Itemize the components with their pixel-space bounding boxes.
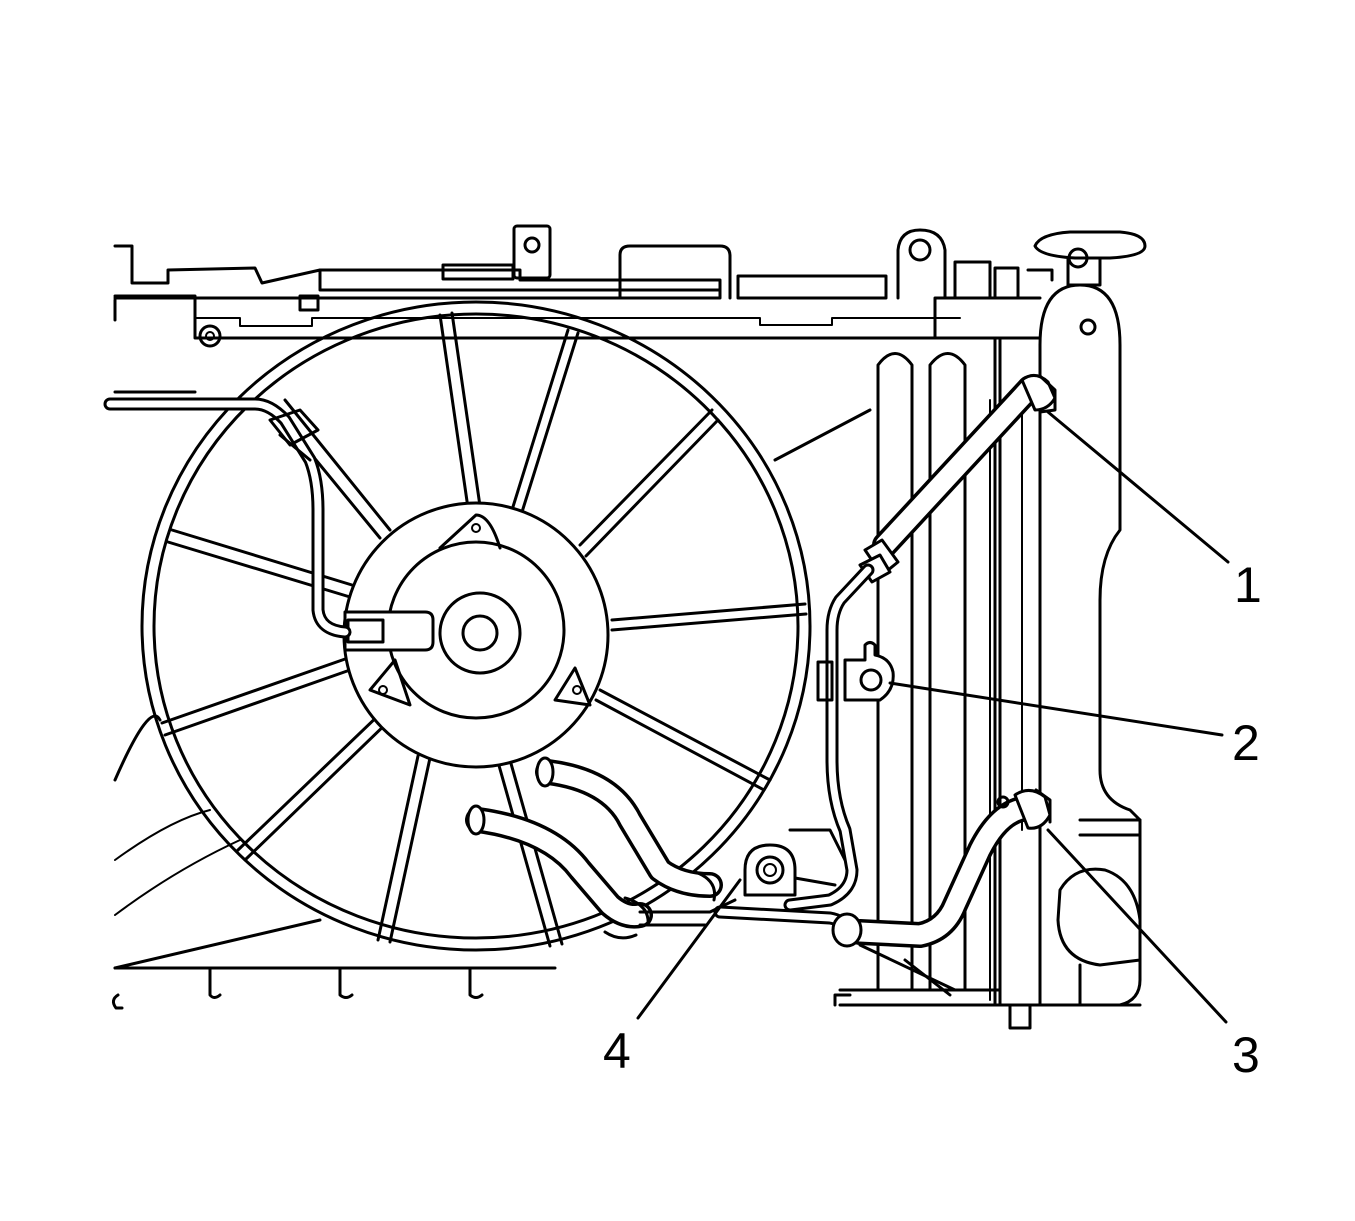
lower-hoses [465,756,737,940]
callout-1: 1 [1234,557,1262,613]
leader-line-3 [1046,828,1228,1024]
callout-3: 3 [1232,1027,1260,1083]
fan-motor [342,501,610,769]
fan-assembly [140,300,812,952]
bracket-2 [816,641,895,702]
fan-wiring [103,397,352,639]
leader-line-4 [636,878,742,1020]
leader-line-1 [1046,410,1230,564]
callout-labels: 1 2 3 4 [603,557,1262,1083]
cooler-lines [713,374,1057,997]
callout-leaders [636,410,1230,1024]
callout-2: 2 [1232,715,1260,771]
upper-support-frame [113,224,1042,394]
bracket-4 [743,843,837,897]
radiator-tank [998,230,1147,1030]
leader-line-2 [888,681,1224,737]
radiator-core [833,336,1023,1007]
callout-4: 4 [603,1023,631,1079]
